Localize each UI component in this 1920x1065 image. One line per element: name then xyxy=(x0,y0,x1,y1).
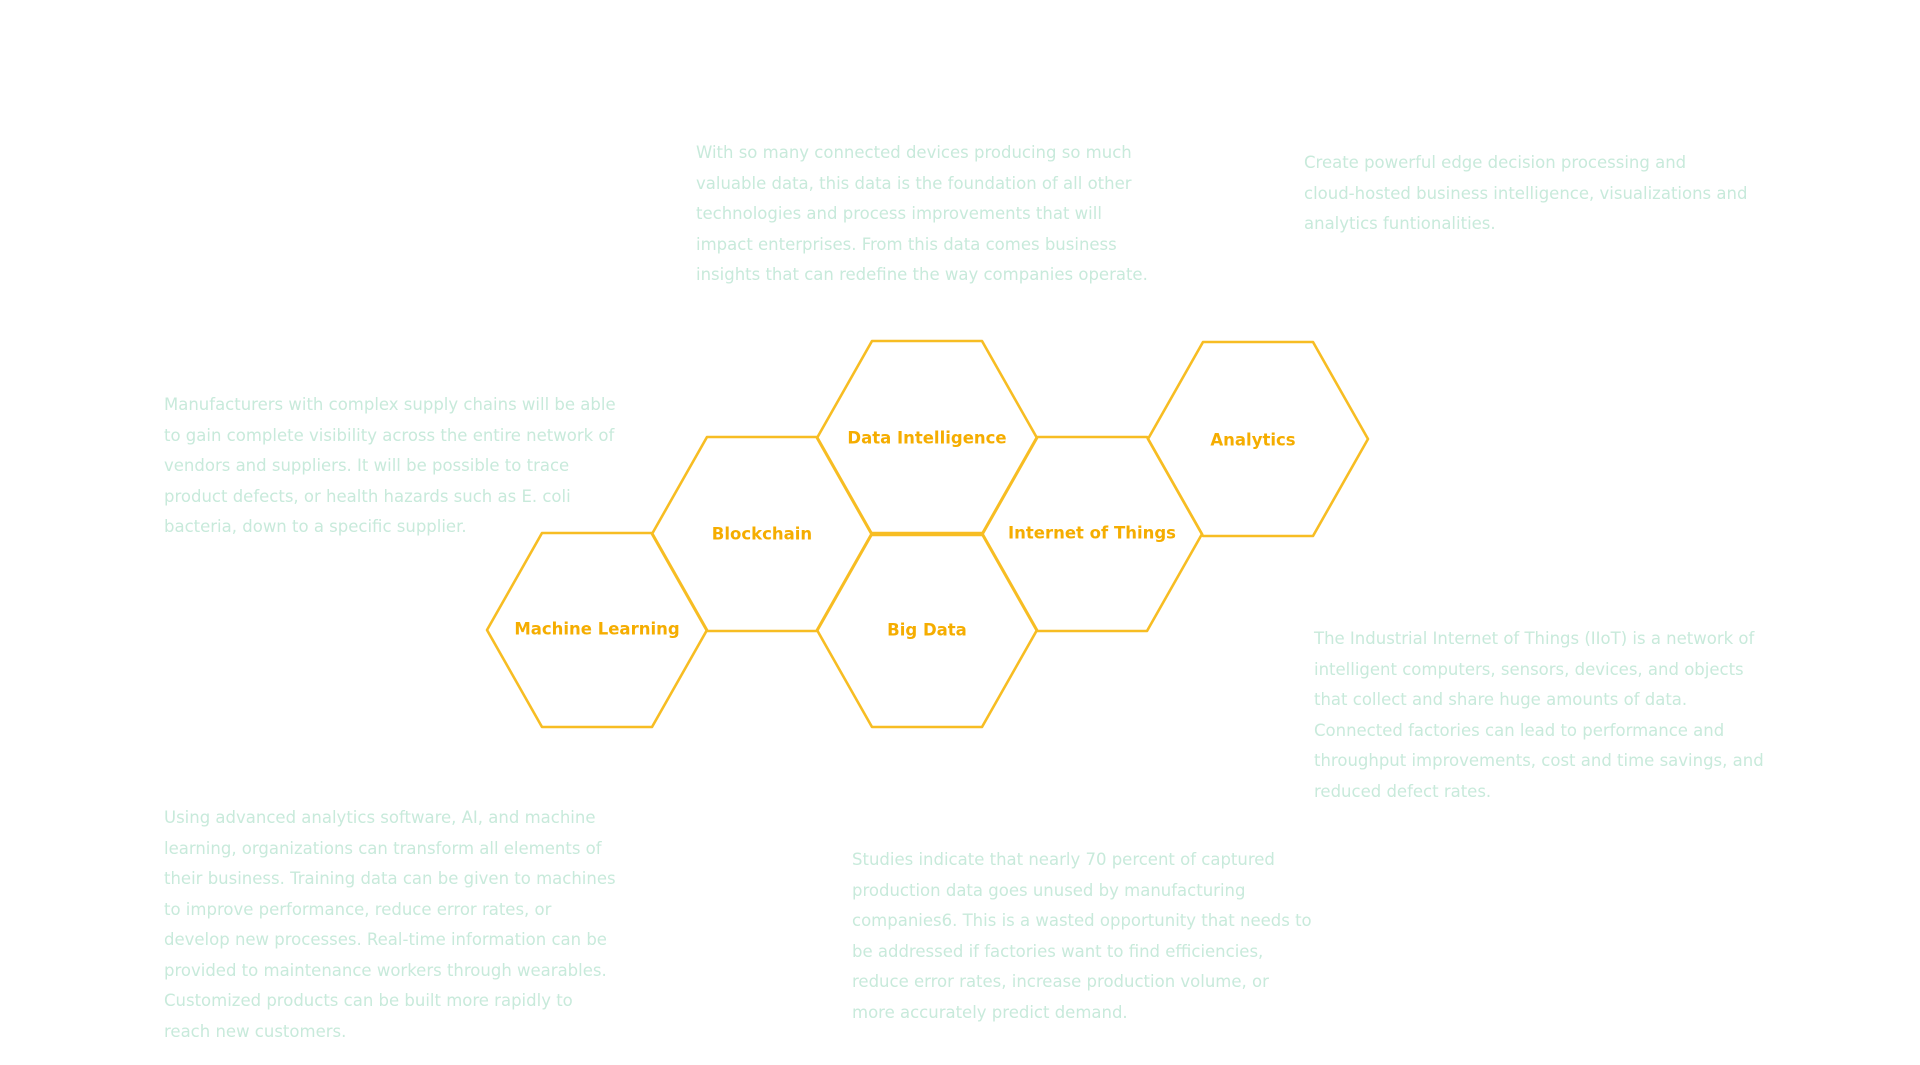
hex-blockchain-label: Blockchain xyxy=(712,525,812,544)
hex-big-data: Big Data xyxy=(815,531,1039,729)
hex-internet-of-things: Internet of Things xyxy=(980,435,1204,633)
hex-internet-of-things-shape xyxy=(980,435,1204,633)
data-intelligence-description: With so many connected devices producing… xyxy=(696,143,1148,284)
analytics-description: Create powerful edge decision processing… xyxy=(1304,153,1748,233)
hex-analytics: Analytics xyxy=(1146,340,1370,538)
hex-analytics-label: Analytics xyxy=(1210,431,1295,450)
hex-machine-learning: Machine Learning xyxy=(485,531,709,729)
big-data-description: Studies indicate that nearly 70 percent … xyxy=(852,850,1312,1022)
hex-analytics-shape xyxy=(1146,340,1370,538)
hex-blockchain: Blockchain xyxy=(650,435,874,633)
internet-of-things-description: The Industrial Internet of Things (IIoT)… xyxy=(1314,629,1764,801)
blockchain-description: Manufacturers with complex supply chains… xyxy=(164,395,616,536)
hex-data-intelligence: Data Intelligence xyxy=(815,339,1039,537)
hex-data-intelligence-label: Data Intelligence xyxy=(847,429,1006,448)
hex-machine-learning-label: Machine Learning xyxy=(514,620,679,639)
hex-big-data-label: Big Data xyxy=(887,621,967,640)
hex-internet-of-things-label: Internet of Things xyxy=(1008,524,1176,543)
machine-learning-description: Using advanced analytics software, AI, a… xyxy=(164,808,616,1041)
